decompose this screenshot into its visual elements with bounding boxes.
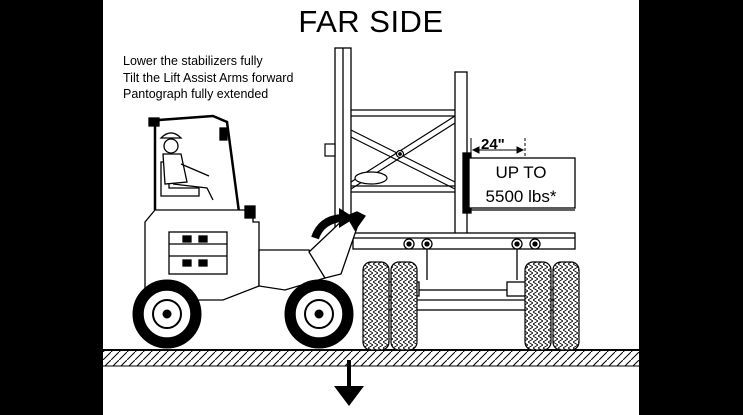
instruction-lift-assist: Tilt the Lift Assist Arms forward bbox=[123, 71, 294, 85]
down-arrow-icon bbox=[334, 360, 364, 406]
curved-arrow-icon bbox=[311, 208, 355, 240]
diagram-panel: FAR SIDE Lower the stabilizers fully Til… bbox=[103, 0, 639, 415]
forklift-wheels bbox=[132, 279, 354, 349]
forklift-icon bbox=[144, 114, 366, 301]
forklift-diagram bbox=[103, 47, 639, 406]
capacity-line-2: 5500 lbs* bbox=[485, 187, 557, 206]
ground bbox=[103, 349, 639, 367]
capacity-line-1: UP TO bbox=[495, 163, 547, 182]
trailer-tires bbox=[362, 261, 580, 351]
dimension-label: 24" bbox=[481, 136, 505, 153]
instruction-pantograph: Pantograph fully extended bbox=[123, 87, 269, 101]
pantograph bbox=[324, 115, 456, 190]
operator-icon bbox=[159, 132, 214, 201]
dimension-line bbox=[470, 138, 526, 158]
mast bbox=[334, 47, 468, 237]
carriage bbox=[462, 152, 576, 214]
instruction-stabilizers: Lower the stabilizers fully bbox=[123, 54, 263, 68]
page-title: FAR SIDE bbox=[298, 4, 444, 39]
